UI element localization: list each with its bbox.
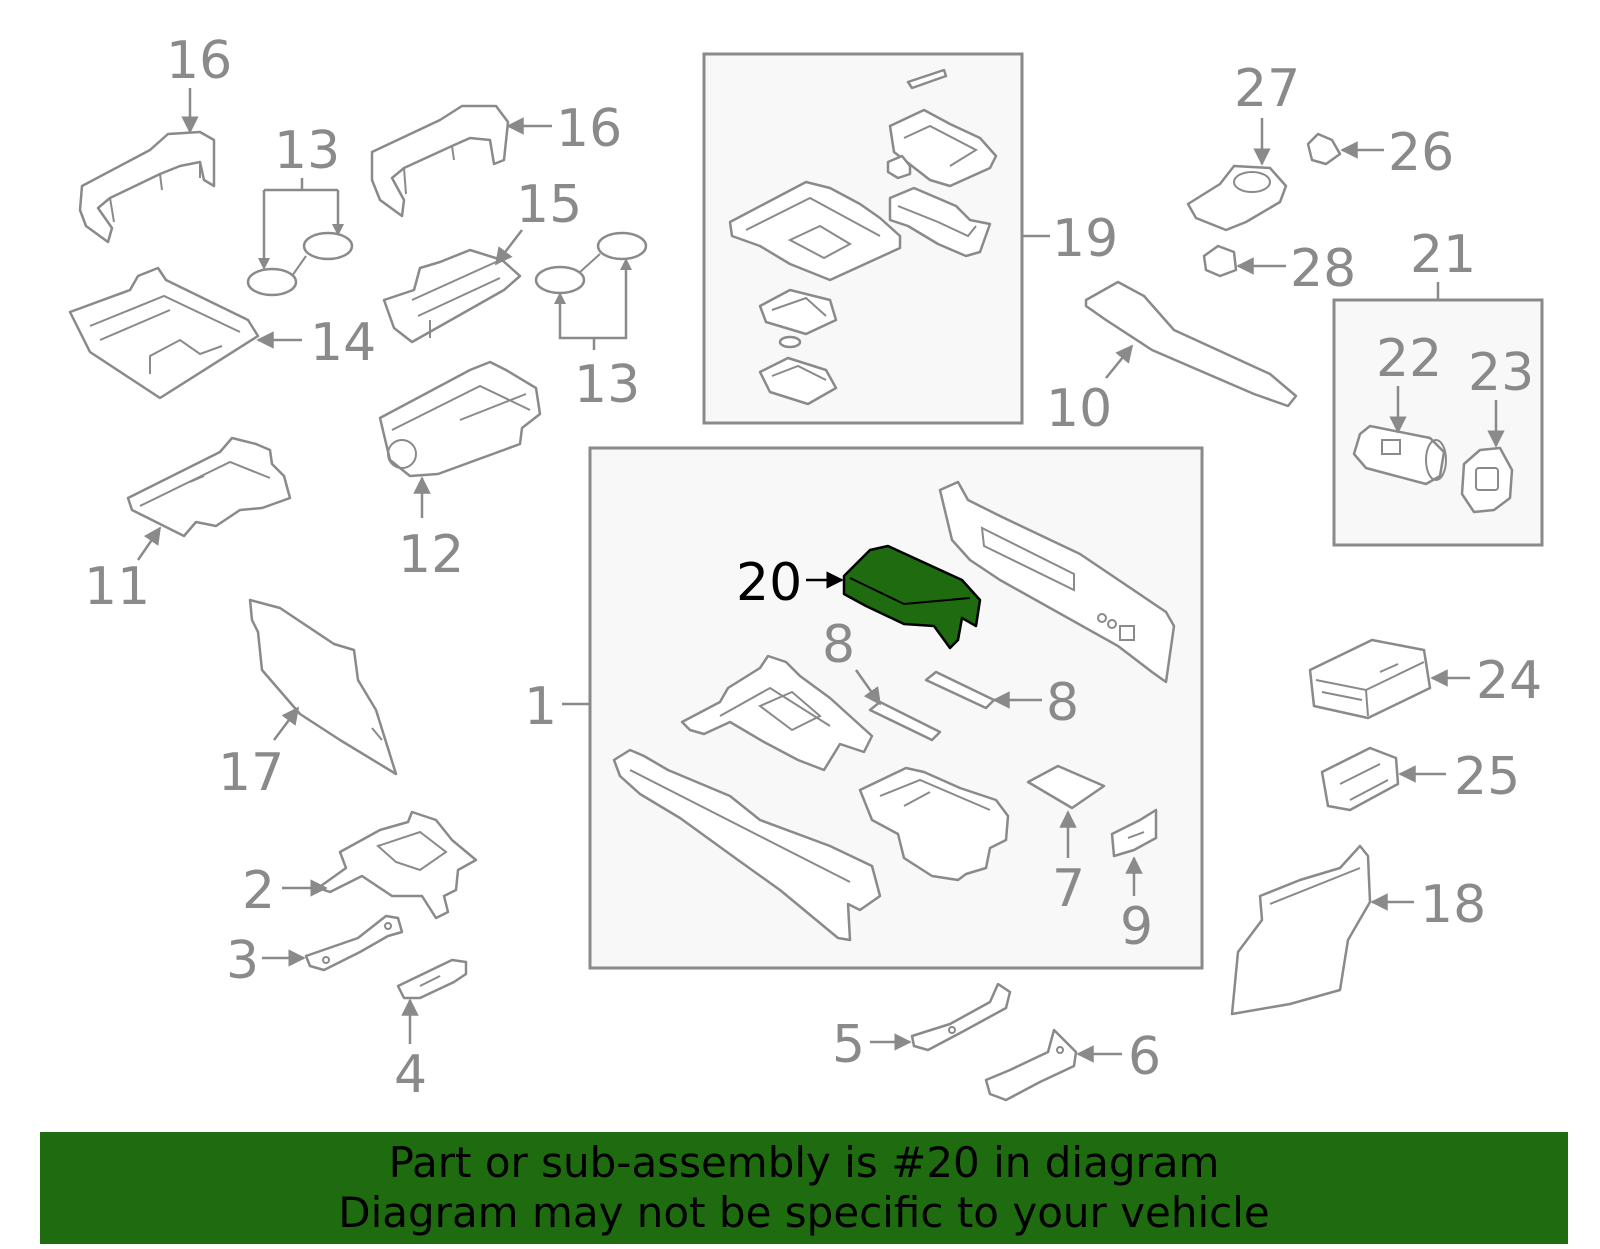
info-banner: Part or sub-assembly is #20 in diagram D…	[40, 1132, 1568, 1244]
label-15: 15	[516, 175, 582, 235]
part-11	[126, 436, 292, 538]
part-26	[1306, 132, 1342, 166]
label-4: 4	[394, 1045, 427, 1105]
label-22: 22	[1376, 329, 1442, 389]
part-14	[68, 266, 260, 400]
label-16-left: 16	[166, 31, 232, 91]
leader-13-right	[558, 262, 628, 350]
label-8-right: 8	[1046, 673, 1079, 733]
assembly-box-1	[588, 446, 1204, 970]
part-16-right	[370, 104, 510, 218]
label-23: 23	[1468, 343, 1534, 403]
label-5: 5	[832, 1015, 865, 1075]
leader-10	[1105, 344, 1134, 379]
part-console-tray	[680, 654, 874, 772]
label-8-left: 8	[822, 615, 855, 675]
label-3: 3	[226, 931, 259, 991]
label-16-right: 16	[556, 99, 622, 159]
part-console-side-panel	[938, 480, 1176, 684]
part-3	[304, 914, 404, 972]
assembly-box-21	[1332, 298, 1544, 547]
part-console-front-panel	[612, 748, 882, 942]
part-10	[1084, 280, 1298, 408]
banner-background	[40, 1132, 1568, 1244]
part-19-group	[728, 68, 998, 406]
part-17	[248, 598, 398, 776]
label-2: 2	[242, 861, 275, 921]
part-13-left	[246, 231, 354, 297]
part-27	[1186, 164, 1288, 232]
part-13-right	[534, 231, 648, 295]
label-28: 28	[1290, 239, 1356, 299]
label-10: 10	[1046, 379, 1112, 439]
part-25	[1320, 746, 1400, 812]
banner-line-2: Diagram may not be specific to your vehi…	[338, 1188, 1270, 1237]
leader-8-left	[854, 669, 882, 706]
label-14: 14	[310, 313, 376, 373]
label-6: 6	[1128, 1027, 1161, 1087]
label-13-right: 13	[574, 355, 640, 415]
part-4	[396, 958, 468, 1000]
label-26: 26	[1388, 123, 1454, 183]
label-18: 18	[1420, 875, 1486, 935]
part-9	[1110, 808, 1158, 858]
part-6	[984, 1028, 1078, 1102]
part-22	[1352, 424, 1447, 486]
part-7	[1026, 764, 1106, 810]
label-27: 27	[1234, 59, 1300, 119]
label-25: 25	[1454, 747, 1520, 807]
arrowhead-13-left-a	[258, 258, 270, 270]
leader-11	[136, 526, 162, 561]
part-console-bin	[858, 766, 1010, 882]
leader-17	[273, 706, 300, 741]
label-19: 19	[1052, 209, 1118, 269]
part-24	[1308, 638, 1432, 720]
label-11: 11	[84, 557, 150, 617]
part-28	[1202, 244, 1238, 278]
label-21: 21	[1410, 225, 1476, 285]
part-12	[378, 360, 542, 478]
part-18	[1230, 844, 1372, 1016]
label-12: 12	[398, 525, 464, 585]
label-13-left: 13	[274, 121, 340, 181]
part-5	[910, 982, 1012, 1052]
label-1: 1	[524, 677, 557, 737]
arrowhead-13-right-b	[620, 258, 632, 270]
label-17: 17	[218, 743, 284, 803]
part-2	[316, 810, 478, 920]
part-20-highlighted	[842, 544, 982, 650]
banner-line-1: Part or sub-assembly is #20 in diagram	[388, 1138, 1220, 1187]
part-16-left	[78, 130, 216, 244]
arrowhead-13-right-a	[554, 292, 566, 304]
leader-15	[494, 229, 523, 266]
label-9: 9	[1120, 897, 1153, 957]
label-7: 7	[1052, 859, 1085, 919]
part-23	[1460, 446, 1514, 514]
label-20: 20	[736, 553, 802, 613]
label-24: 24	[1476, 651, 1542, 711]
part-15	[382, 248, 522, 344]
arrowhead-13-left-b	[332, 224, 344, 236]
leader-13-left	[262, 178, 340, 266]
